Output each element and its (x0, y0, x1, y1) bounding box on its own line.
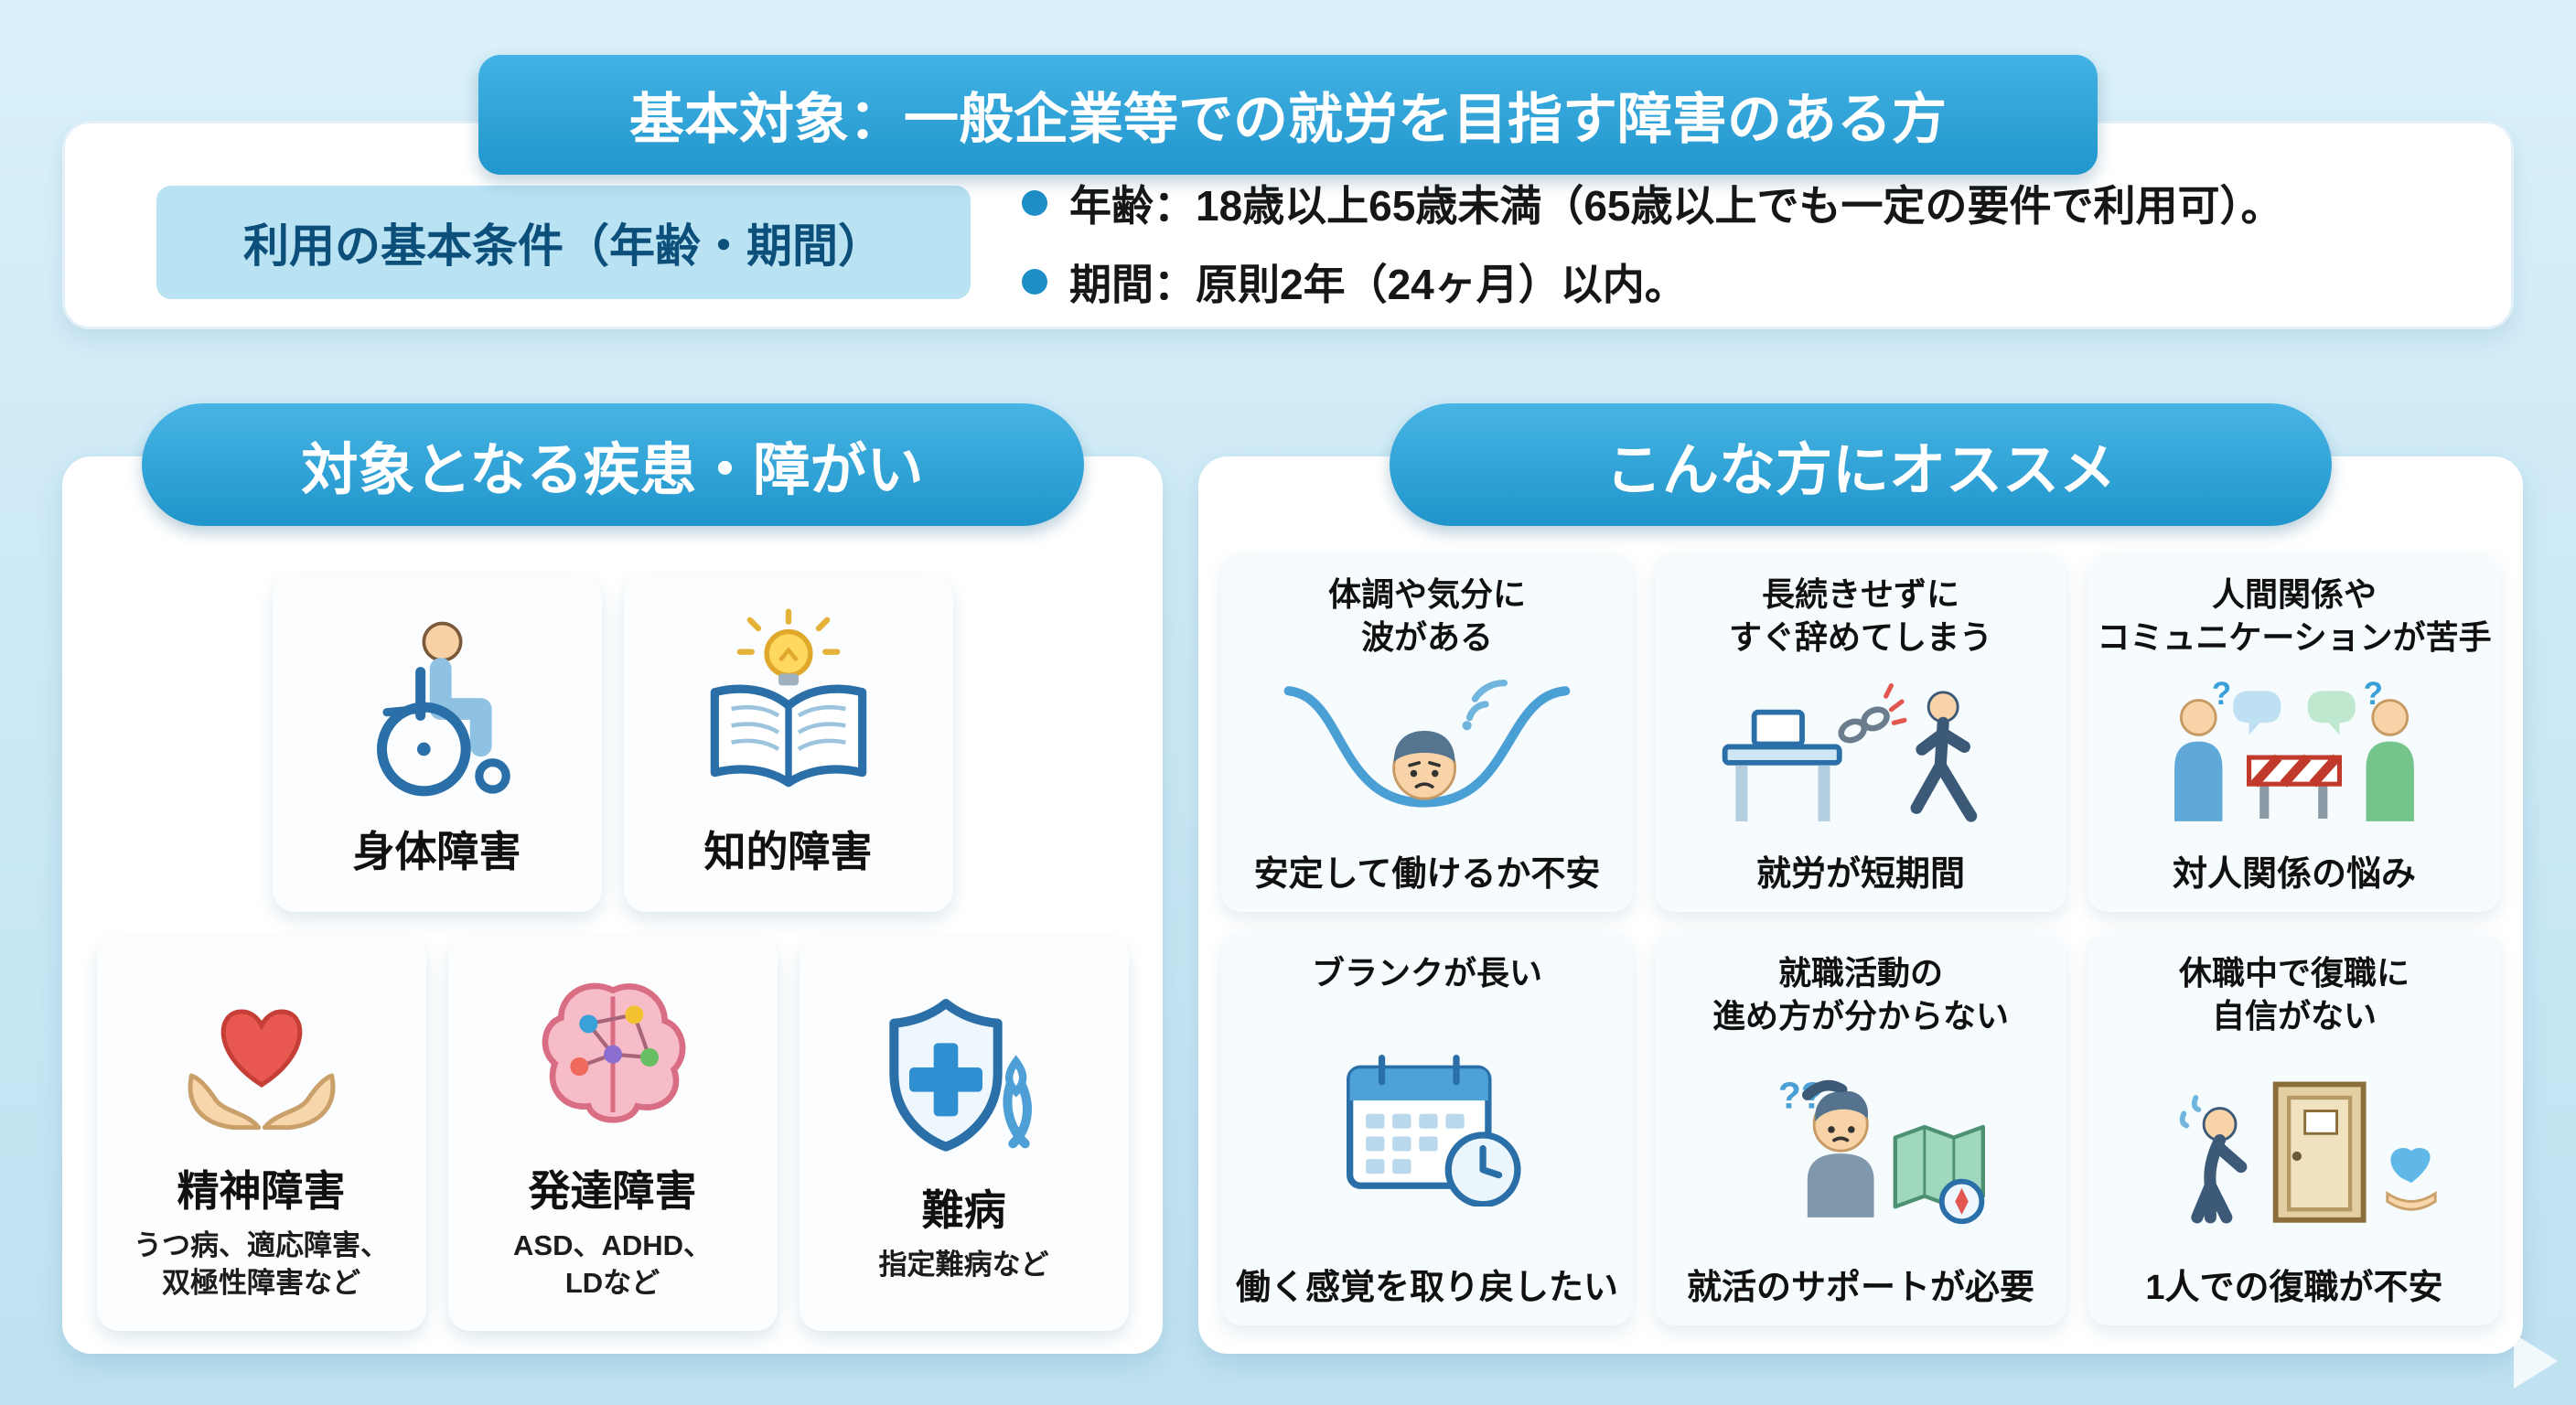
wheelchair-icon (337, 608, 538, 810)
card-sublabel: ASD、ADHD、 LDなど (513, 1229, 712, 1299)
book-lightbulb-icon (688, 608, 889, 810)
card-physical-disability: 身体障害 (272, 575, 602, 912)
conditions-bullet-list: 年齢：18歳以上65歳未満（65歳以上でも一定の要件で利用可）。 期間：原則2年… (1022, 173, 2283, 312)
page-title: 基本対象：一般企業等での就労を目指す障害のある方 (478, 55, 2098, 175)
card-job-hunting: 就職活動の 進め方が分からない ?? (1655, 932, 2066, 1325)
card-short-tenure: 長続きせずに すぐ辞めてしまう 就労が短期間 (1655, 553, 2066, 912)
conditions-label: 利用の基本条件（年齢・期間） (156, 186, 971, 299)
recommended-card-grid: 体調や気分に 波がある 安定して働けるか不安 (1198, 456, 2523, 1325)
card-title: 就職活動の 進め方が分からない (1712, 954, 2009, 1035)
mood-wave-icon (1281, 660, 1573, 845)
card-intractable-disease: 難病 指定難病など (799, 938, 1129, 1331)
recommended-panel-title: こんな方にオススメ (1390, 403, 2332, 526)
card-communication: 人間関係や コミュニケーションが苦手 ? ? (2088, 553, 2500, 912)
map-compass-confused-icon: ?? (1714, 1038, 2007, 1259)
condition-age-text: 年齢：18歳以上65歳未満（65歳以上でも一定の要件で利用可）。 (1069, 182, 2283, 230)
door-heart-icon (2148, 1038, 2441, 1259)
card-sublabel: 指定難病など (878, 1248, 1049, 1281)
diseases-card-rows: 身体障害 (62, 456, 1163, 1331)
svg-text:?: ? (2212, 676, 2231, 712)
leaving-desk-icon (1714, 660, 2007, 845)
condition-period-row: 期間：原則2年（24ヶ月）以内。 (1022, 252, 2283, 312)
card-return-to-work: 休職中で復職に 自信がない 1人での復職が不安 (2088, 932, 2500, 1325)
card-long-blank: ブランクが長い 働く感覚を取り戻 (1221, 932, 1633, 1325)
diseases-row-bottom: 精神障害 うつ病、適応障害、 双極性障害など (96, 938, 1129, 1331)
card-label: 難病 (921, 1185, 1006, 1234)
card-title: 休職中で復職に 自信がない (2178, 954, 2410, 1035)
card-intellectual-disability: 知的障害 (623, 575, 953, 912)
card-caption: 就労が短期間 (1755, 855, 1965, 894)
card-caption: 対人関係の悩み (2172, 855, 2416, 894)
diseases-panel: 対象となる疾患・障がい 身体 (62, 403, 1163, 1354)
card-label: 身体障害 (352, 828, 521, 875)
card-caption: 働く感覚を取り戻したい (1235, 1269, 1618, 1307)
card-mood-swings: 体調や気分に 波がある 安定して働けるか不安 (1221, 553, 1633, 912)
card-title: 長続きせずに すぐ辞めてしまう (1728, 575, 1992, 656)
diseases-panel-title: 対象となる疾患・障がい (141, 403, 1084, 526)
card-developmental-disorder: 発達障害 ASD、ADHD、 LDなど (447, 938, 778, 1331)
brain-network-icon (521, 966, 704, 1149)
card-label: 精神障害 (177, 1167, 346, 1216)
card-label: 知的障害 (703, 828, 873, 875)
card-caption: 安定して働けるか不安 (1253, 855, 1601, 894)
recommended-panel: こんな方にオススメ 体調や気分に 波がある (1198, 403, 2523, 1354)
communication-barrier-icon: ? ? (2148, 660, 2441, 845)
card-sublabel: うつ病、適応障害、 双極性障害など (134, 1229, 389, 1299)
card-caption: 就活のサポートが必要 (1686, 1269, 2034, 1307)
diseases-row-top: 身体障害 (272, 575, 953, 912)
calendar-clock-icon (1281, 995, 1573, 1259)
card-mental-disorder: 精神障害 うつ病、適応障害、 双極性障害など (96, 938, 426, 1331)
bullet-dot-icon (1022, 269, 1047, 295)
card-caption: 1人での復職が不安 (2145, 1269, 2443, 1307)
condition-period-text: 期間：原則2年（24ヶ月）以内。 (1069, 261, 1687, 308)
shield-ribbon-icon (873, 985, 1056, 1168)
bullet-dot-icon (1022, 190, 1047, 216)
hands-heart-icon (170, 966, 353, 1149)
card-title: 体調や気分に 波がある (1327, 575, 1526, 656)
condition-age-row: 年齢：18歳以上65歳未満（65歳以上でも一定の要件で利用可）。 (1022, 173, 2283, 233)
chevron-right-icon (2514, 1334, 2558, 1389)
card-title: 人間関係や コミュニケーションが苦手 (2097, 575, 2492, 656)
card-label: 発達障害 (528, 1167, 697, 1216)
card-title: ブランクが長い (1311, 954, 1542, 992)
svg-text:?: ? (2364, 676, 2383, 712)
